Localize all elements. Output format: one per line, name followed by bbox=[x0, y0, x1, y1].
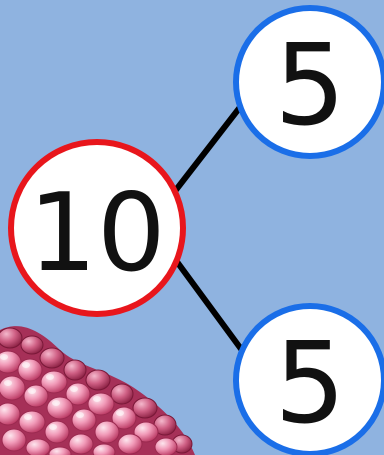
pink-coral-cluster-icon bbox=[0, 326, 195, 455]
part-node-top-circle bbox=[233, 5, 384, 159]
part-value-bottom: 5 bbox=[274, 319, 345, 449]
part-node-bottom: 5 bbox=[233, 303, 384, 455]
part-value-top: 5 bbox=[274, 21, 345, 151]
part-node-top: 5 bbox=[233, 5, 384, 159]
whole-node: 10 bbox=[8, 139, 186, 317]
part-node-bottom-circle bbox=[233, 303, 384, 455]
connector-line-top bbox=[169, 100, 247, 197]
connector-line-bottom bbox=[169, 253, 247, 355]
whole-node-circle bbox=[8, 139, 186, 317]
whole-value: 10 bbox=[28, 171, 165, 296]
